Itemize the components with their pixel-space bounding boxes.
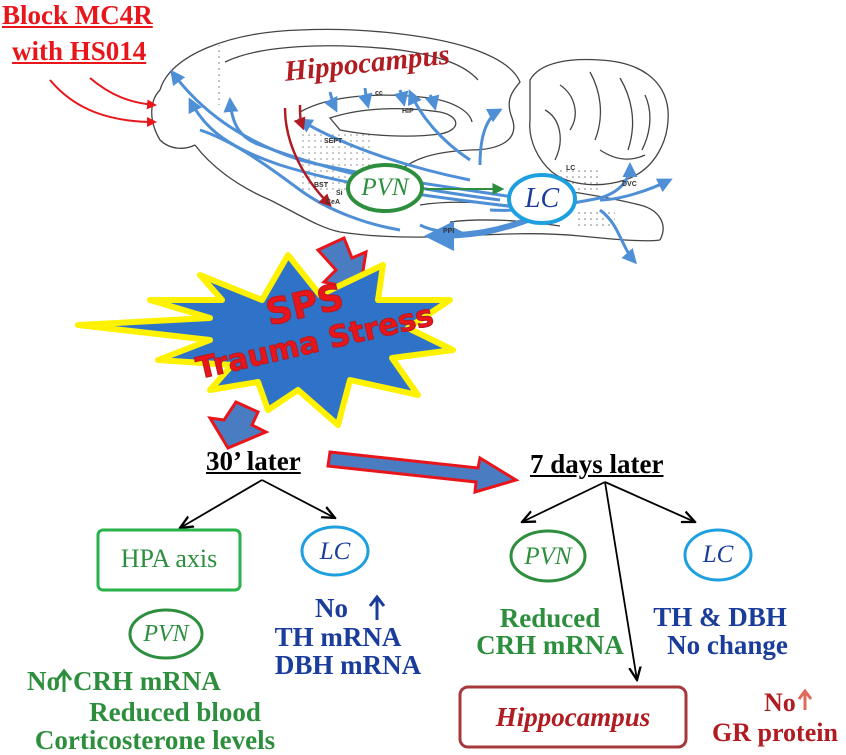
block-line1: Block MC4R [2, 0, 153, 30]
early-pvn-ellipse [128, 608, 204, 660]
early-pvn-label: PVN [143, 621, 189, 647]
gr-protein: GR protein [712, 718, 838, 747]
late-lc-no-change: No change [667, 630, 788, 660]
early-timepoint: 30’ later [206, 446, 301, 476]
hpa-axis-label: HPA axis [120, 544, 218, 573]
projection-arrows [170, 69, 673, 265]
lc-up-arrow-icon [368, 594, 386, 620]
early-lc-ellipse [300, 525, 370, 577]
burst-to-early-arrow [207, 400, 270, 450]
late-pvn-label: PVN [524, 543, 572, 570]
early-lc-th-mrna: TH mRNA [274, 622, 402, 652]
brain-lc-ellipse [507, 173, 577, 225]
brain-pvn-label: PVN [361, 174, 409, 201]
hippocampus-region [328, 107, 457, 137]
block-arrows [49, 77, 157, 127]
up-arrow-icons [55, 594, 813, 710]
ventral-outline [194, 144, 661, 242]
cortex-inner [224, 45, 479, 81]
label-hip: HIP [402, 108, 414, 115]
late-lc-label: LC [702, 541, 734, 568]
early-reduced-line2: Corticosterone levels [34, 725, 276, 755]
brain-pvn-ellipse [346, 163, 424, 213]
label-si: Si [336, 190, 343, 197]
late-pvn-ellipse [509, 529, 587, 583]
early-lc-dbh-mrna: DBH mRNA [274, 650, 422, 680]
label-lc-small: LC [566, 165, 576, 172]
hippocampus-box [458, 685, 688, 749]
late-pvn-reduced: Reduced [499, 603, 601, 633]
olfactory-bulb [151, 89, 196, 149]
pvn-up-arrow-icon [55, 668, 73, 692]
cerebellum-folia [544, 71, 651, 161]
gr-no: No [764, 688, 796, 717]
label-sept: SEPT [324, 138, 343, 145]
late-timepoint: 7 days later [530, 449, 664, 479]
label-bst: BST [314, 182, 328, 189]
early-pvn-crh-mrna: CRH mRNA [73, 666, 221, 696]
early-lc-no: No [315, 593, 348, 623]
trauma-burst [75, 252, 456, 428]
label-dvc: DVC [622, 181, 637, 188]
cerebellum-outline [529, 58, 669, 186]
branch-arrows [180, 479, 695, 680]
brain-lc-label: LC [524, 183, 560, 214]
hippocampus-box-label: Hippocampus [495, 702, 651, 732]
block-line2: with HS014 [12, 36, 147, 66]
early-reduced-line1: Reduced blood [89, 697, 261, 727]
label-ppi: PPI [443, 228, 455, 235]
late-lc-ellipse [683, 528, 753, 582]
label-cea: CeA [326, 199, 341, 206]
cortex-outline [159, 28, 521, 176]
early-pvn-no: No [27, 666, 60, 696]
early-to-late-arrow [326, 450, 520, 495]
early-lc-label: LC [319, 538, 351, 565]
label-cc: cc [375, 90, 383, 97]
gr-up-arrow-icon [797, 688, 813, 710]
late-pvn-crh-mrna: CRH mRNA [476, 630, 624, 660]
late-lc-th-dbh: TH & DBH [653, 602, 787, 632]
hippocampus-arrows [283, 104, 332, 207]
hpa-axis-box [96, 528, 242, 592]
